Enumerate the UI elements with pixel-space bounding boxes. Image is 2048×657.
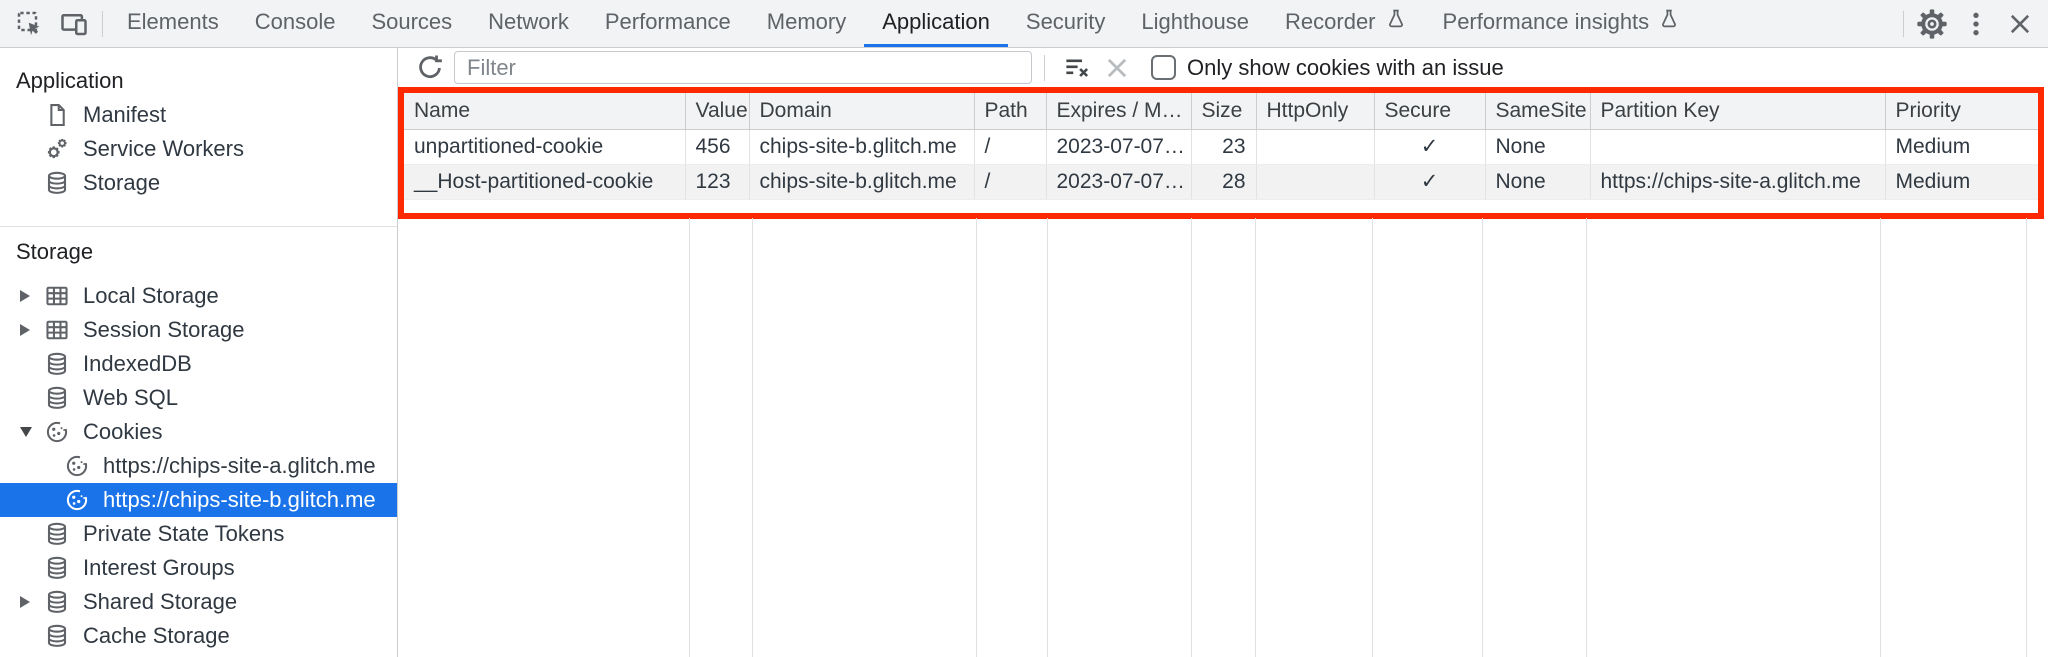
tab-console[interactable]: Console xyxy=(254,9,336,34)
tab-recorder[interactable]: Recorder xyxy=(1267,0,1424,47)
column-header-value[interactable]: Value xyxy=(685,93,750,130)
device-toolbar-icon xyxy=(59,9,89,39)
empty-table-grid xyxy=(398,218,2048,657)
sidebar-item-local-storage[interactable]: Local Storage xyxy=(0,279,397,313)
tab-elements[interactable]: Elements xyxy=(127,9,219,34)
gear-icon xyxy=(1916,8,1948,40)
tab-lighthouse[interactable]: Lighthouse xyxy=(1141,9,1250,34)
tab-sources[interactable]: Sources xyxy=(371,9,453,34)
table-header-row: Name Value Domain Path Expires / M… Size… xyxy=(404,93,2038,130)
sidebar-item-cookies[interactable]: Cookies xyxy=(0,415,397,449)
column-header-samesite[interactable]: SameSite xyxy=(1485,93,1591,130)
column-header-expires[interactable]: Expires / M… xyxy=(1046,93,1192,130)
sidebar-item-service-workers[interactable]: Service Workers xyxy=(0,132,397,166)
kebab-menu-icon xyxy=(1962,10,1990,38)
inspect-element-button[interactable] xyxy=(8,9,52,39)
delete-selected-button[interactable] xyxy=(1097,54,1137,82)
clear-filter-icon xyxy=(1062,53,1092,83)
sidebar-item-cookies-chips-site-a[interactable]: https://chips-site-a.glitch.me xyxy=(0,449,397,483)
database-icon xyxy=(44,351,70,377)
tabbar-spacer xyxy=(1698,0,1897,47)
datagrid-icon xyxy=(44,317,70,343)
close-devtools-button[interactable] xyxy=(1998,10,2042,38)
settings-button[interactable] xyxy=(1910,8,1954,40)
sidebar-item-web-sql[interactable]: Web SQL xyxy=(0,381,397,415)
cookie-row-host-partitioned[interactable]: __Host-partitioned-cookie 123 chips-site… xyxy=(404,164,2038,200)
inspect-icon xyxy=(15,9,45,39)
application-sidebar: Application Manifest S xyxy=(0,48,398,657)
table-empty-strip xyxy=(404,199,2038,213)
tab-performance-insights[interactable]: Performance insights xyxy=(1425,0,1699,47)
refresh-icon xyxy=(414,52,446,84)
datagrid-icon xyxy=(44,283,70,309)
column-header-name[interactable]: Name xyxy=(404,93,686,130)
panel-tabs: Elements Console Sources Network Perform… xyxy=(109,0,1698,47)
devtools-content: Application Manifest S xyxy=(0,48,2048,657)
sidebar-divider xyxy=(0,226,397,227)
column-header-path[interactable]: Path xyxy=(974,93,1047,130)
column-header-secure[interactable]: Secure xyxy=(1374,93,1486,130)
device-toolbar-button[interactable] xyxy=(52,9,96,39)
tabbar-divider xyxy=(102,10,103,37)
cookies-toolbar: Only show cookies with an issue xyxy=(398,48,2048,87)
tab-application[interactable]: Application xyxy=(864,0,1008,47)
secure-checkmark[interactable]: ✓ xyxy=(1374,129,1486,165)
sidebar-item-cookies-chips-site-b[interactable]: https://chips-site-b.glitch.me xyxy=(0,483,397,517)
sidebar-item-indexeddb[interactable]: IndexedDB xyxy=(0,347,397,381)
clear-x-icon xyxy=(1103,54,1131,82)
cookie-row-unpartitioned[interactable]: unpartitioned-cookie 456 chips-site-b.gl… xyxy=(404,129,2038,165)
column-header-domain[interactable]: Domain xyxy=(749,93,975,130)
database-icon xyxy=(44,385,70,411)
only-issue-label[interactable]: Only show cookies with an issue xyxy=(1187,54,1504,80)
column-header-priority[interactable]: Priority xyxy=(1885,93,2038,130)
sidebar-item-cache-storage[interactable]: Cache Storage xyxy=(0,619,397,653)
cookies-table: Name Value Domain Path Expires / M… Size… xyxy=(404,93,2038,200)
devtools-tabbar: Elements Console Sources Network Perform… xyxy=(0,0,2048,48)
filter-input[interactable] xyxy=(454,51,1032,84)
tab-memory[interactable]: Memory xyxy=(766,9,847,34)
database-icon xyxy=(44,521,70,547)
tabbar-divider xyxy=(1903,10,1904,37)
cookie-icon xyxy=(44,419,70,445)
document-icon xyxy=(44,102,70,128)
chevron-down-icon xyxy=(20,427,32,437)
chevron-right-icon xyxy=(20,596,30,608)
column-header-httponly[interactable]: HttpOnly xyxy=(1256,93,1375,130)
sidebar-item-manifest[interactable]: Manifest xyxy=(0,98,397,132)
sidebar-section-application-title: Application xyxy=(16,68,124,93)
database-icon xyxy=(44,555,70,581)
tab-security[interactable]: Security xyxy=(1025,9,1106,34)
highlight-box: Name Value Domain Path Expires / M… Size… xyxy=(398,87,2044,219)
database-icon xyxy=(44,589,70,615)
tab-performance[interactable]: Performance xyxy=(604,9,731,34)
service-workers-icon xyxy=(44,136,70,162)
flask-icon xyxy=(1658,7,1680,37)
cookies-panel: Only show cookies with an issue Name Val… xyxy=(398,48,2048,657)
sidebar-item-session-storage[interactable]: Session Storage xyxy=(0,313,397,347)
database-icon xyxy=(44,623,70,649)
close-icon xyxy=(2006,10,2034,38)
toolbar-divider xyxy=(1044,54,1045,81)
sidebar-item-shared-storage[interactable]: Shared Storage xyxy=(0,585,397,619)
cookie-icon xyxy=(64,453,90,479)
sidebar-section-storage-title: Storage xyxy=(16,239,94,264)
database-icon xyxy=(44,170,70,196)
clear-filter-button[interactable] xyxy=(1057,53,1097,83)
tabbar-right-icons xyxy=(1897,0,2048,47)
sidebar-item-interest-groups[interactable]: Interest Groups xyxy=(0,551,397,585)
chevron-right-icon xyxy=(20,290,30,302)
cookie-icon xyxy=(64,487,90,513)
only-issue-checkbox[interactable] xyxy=(1151,55,1176,80)
chevron-right-icon xyxy=(20,324,30,336)
flask-icon xyxy=(1385,7,1407,37)
more-options-button[interactable] xyxy=(1954,10,1998,38)
sidebar-item-storage[interactable]: Storage xyxy=(0,166,397,200)
refresh-button[interactable] xyxy=(410,52,450,84)
tabbar-left-icons xyxy=(0,0,109,47)
tab-network[interactable]: Network xyxy=(488,9,569,34)
sidebar-item-private-state-tokens[interactable]: Private State Tokens xyxy=(0,517,397,551)
column-header-size[interactable]: Size xyxy=(1191,93,1257,130)
column-header-partition-key[interactable]: Partition Key xyxy=(1590,93,1886,130)
secure-checkmark[interactable]: ✓ xyxy=(1374,164,1486,200)
